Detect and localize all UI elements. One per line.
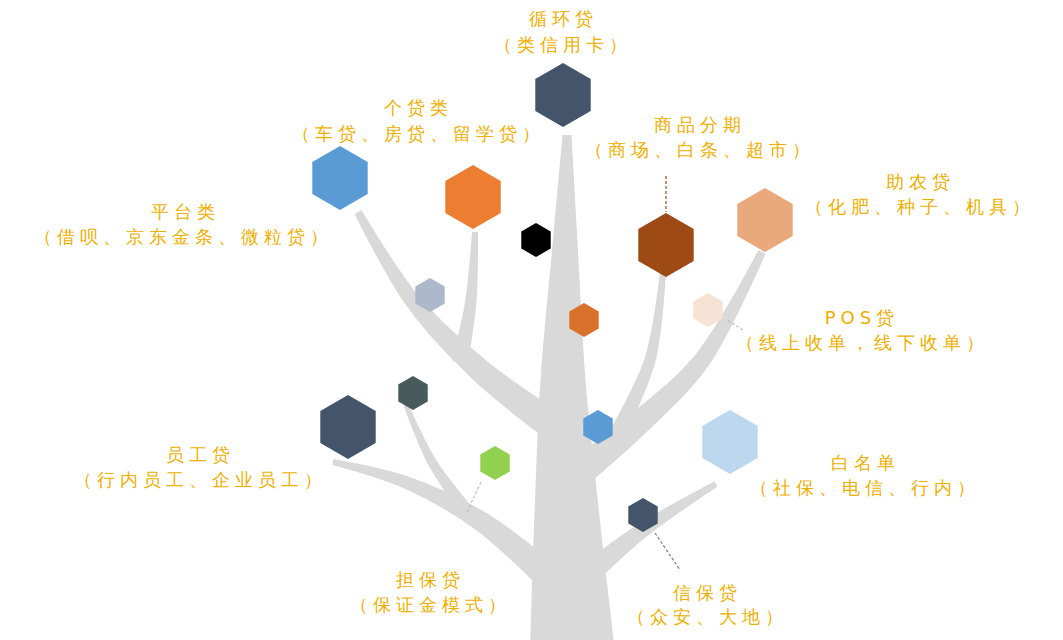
category-detail: （保证金模式） [350,594,511,616]
tree-branch [568,481,717,594]
category-title: 商品分期 [654,114,746,136]
hexagon-marker [521,223,550,257]
leader-line [727,320,743,330]
hexagon-marker [569,303,598,337]
category-title: 平台类 [151,201,220,223]
category-detail: （众安、大地） [627,606,788,628]
hexagon-marker [320,395,375,459]
category-title: 担保贷 [396,569,465,591]
category-title: POS贷 [825,307,899,329]
hexagon-marker [583,410,612,444]
tree-branch [404,404,478,522]
leader-line [467,482,481,512]
hexagon-marker [480,446,509,480]
category-title: 助农贷 [886,171,955,193]
hexagon-marker [535,63,590,127]
hexagon-marker [445,165,500,229]
hexagon-marker [398,376,427,410]
category-title: 白名单 [831,452,900,474]
hexagon-marker [628,498,657,532]
category-detail: （商场、白条、超市） [585,139,815,161]
category-title: 循环贷 [529,8,598,30]
category-detail: （借呗、京东金条、微粒贷） [34,226,333,248]
category-detail: （线上收单，线下收单） [736,332,989,354]
hexagon-marker [638,213,693,277]
category-title: 员工贷 [166,444,235,466]
tree-branch [354,210,560,437]
category-title: 信保贷 [673,582,742,604]
tree-branch [567,250,766,487]
category-detail: （化肥、种子、机具） [805,196,1035,218]
category-detail: （行内员工、企业员工） [74,469,327,491]
leader-line [655,533,680,570]
category-title: 个贷类 [384,97,453,119]
hexagon-marker [693,293,722,327]
leader-line [665,176,666,212]
category-detail: （车贷、房贷、留学贷） [292,123,545,145]
category-detail: （社保、电信、行内） [750,477,980,499]
category-detail: （类信用卡） [494,34,632,56]
hexagon-marker [415,278,444,312]
hexagon-marker [702,410,757,474]
hexagon-marker [312,146,367,210]
tree-branch [611,272,666,436]
tree-branch [452,232,478,364]
hexagon-marker [737,188,792,252]
